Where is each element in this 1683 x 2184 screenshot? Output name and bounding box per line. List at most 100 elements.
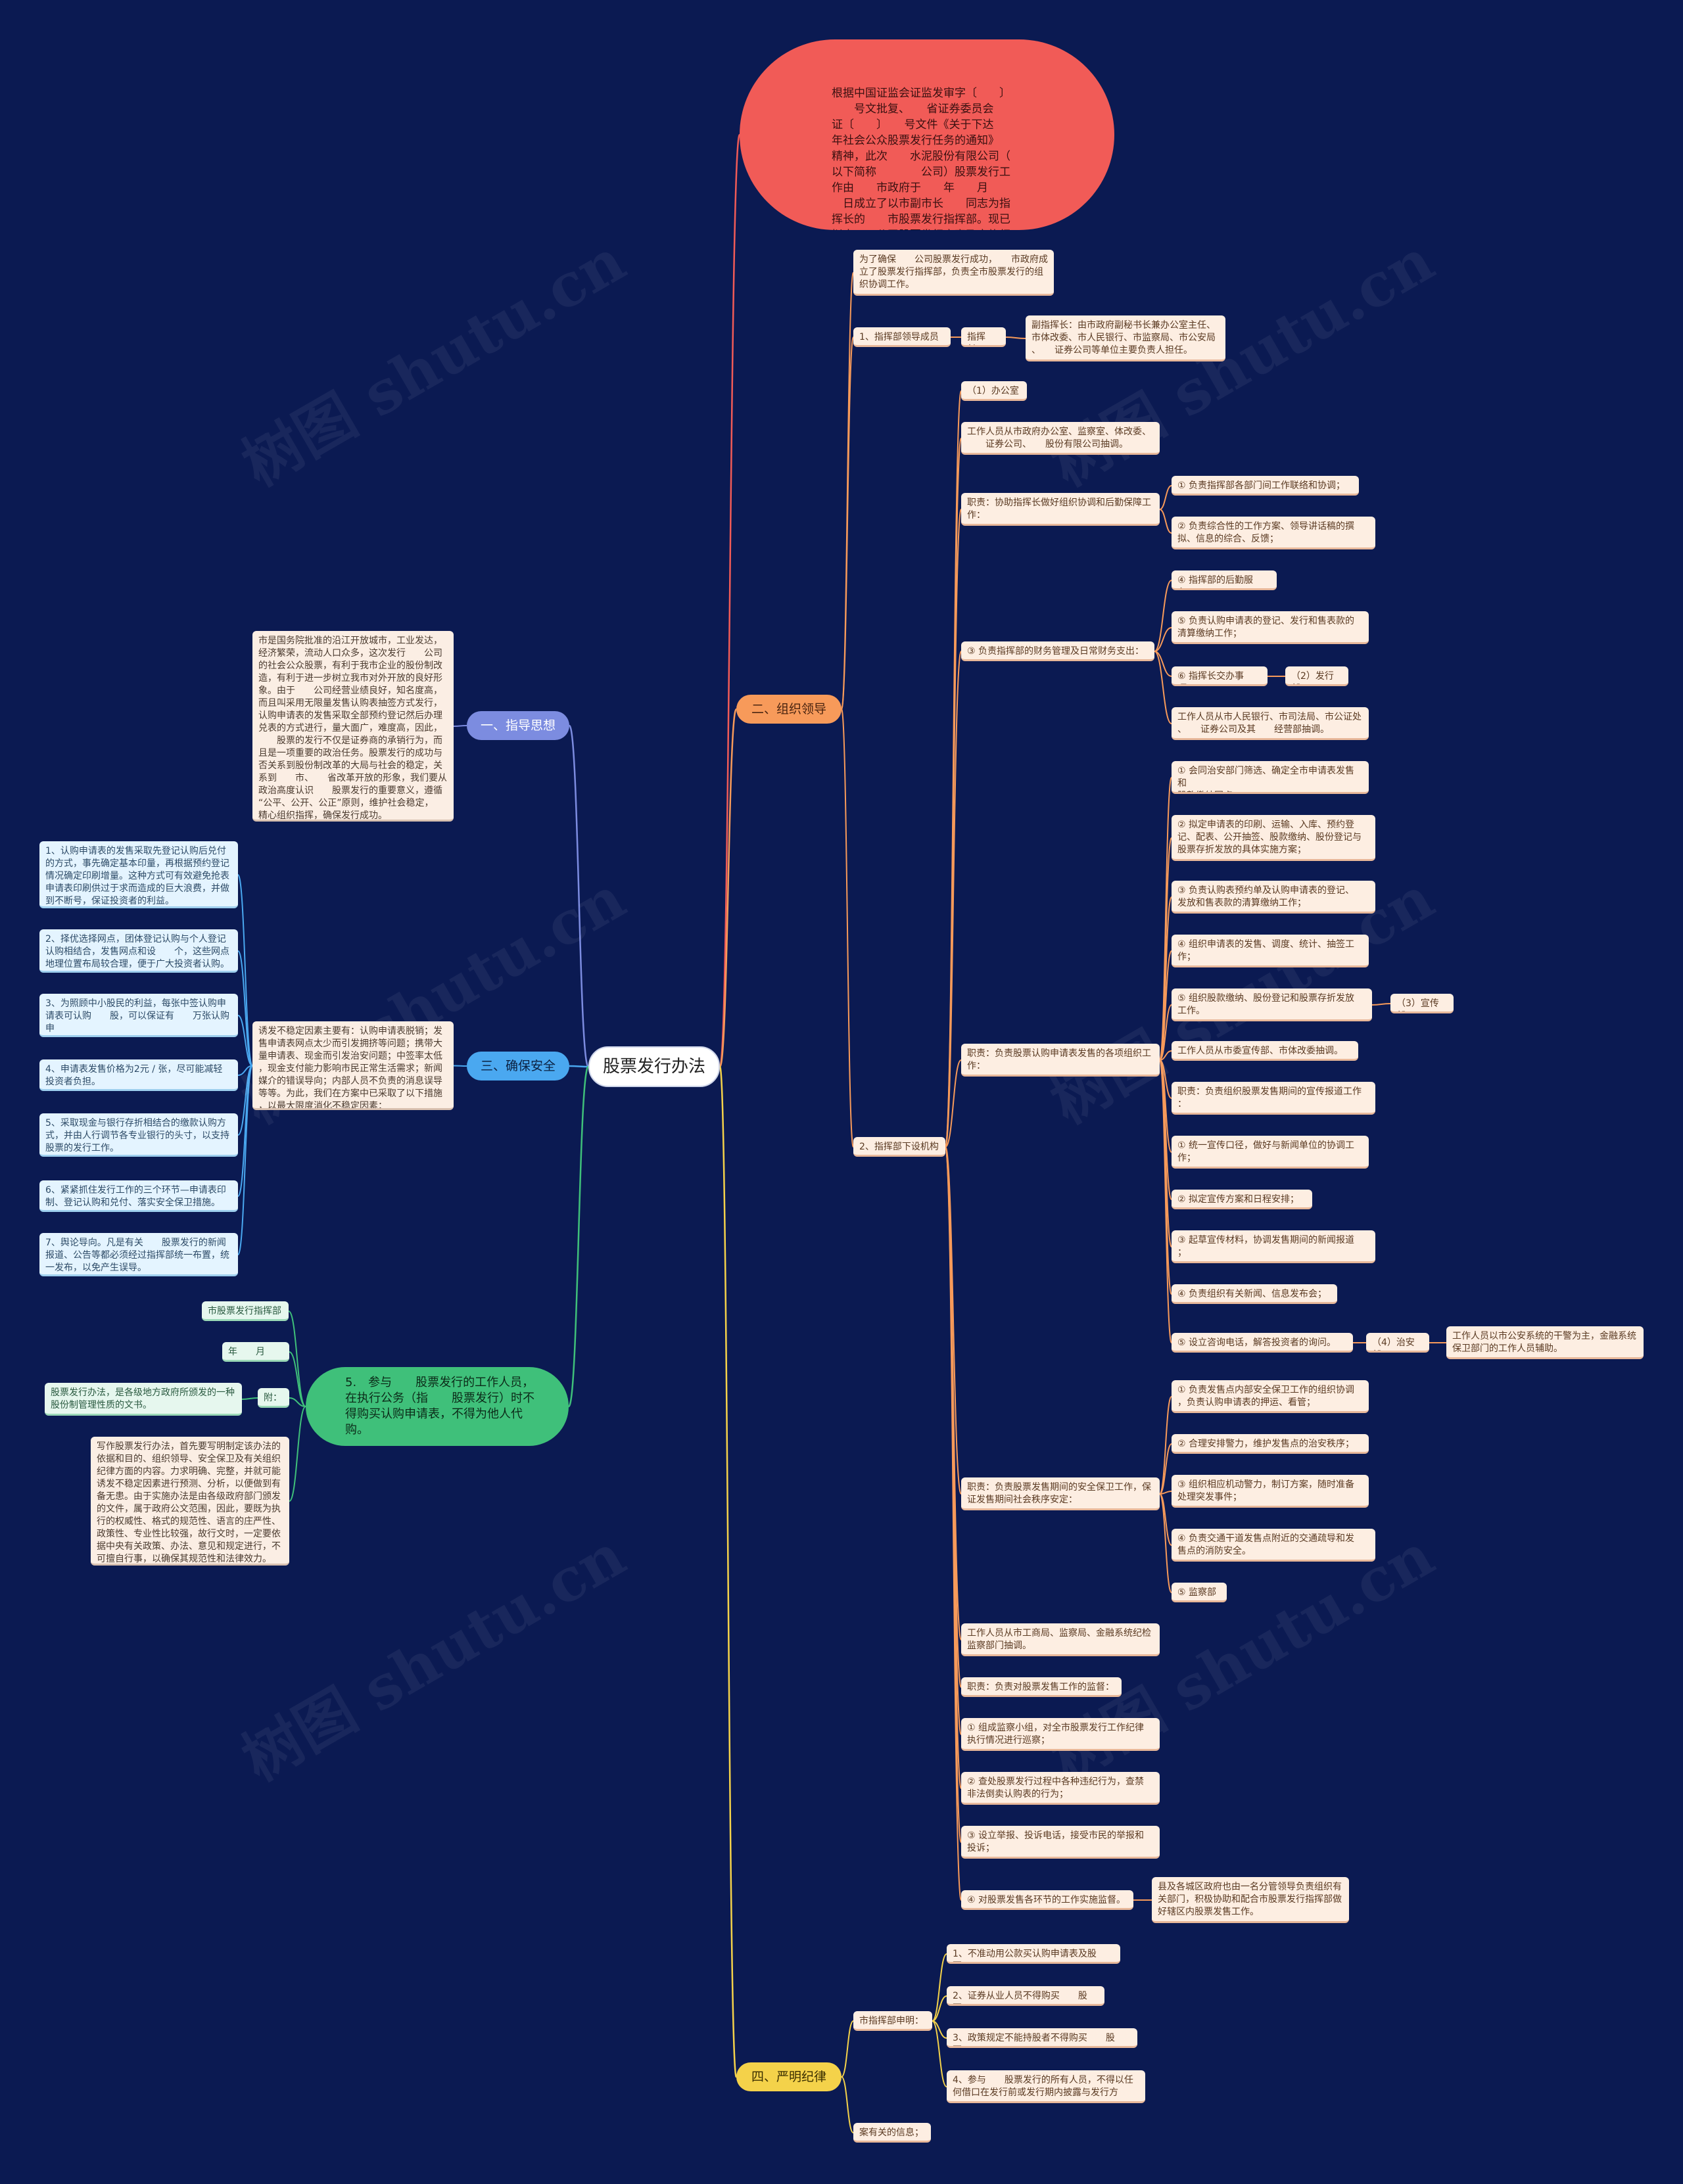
safety-measure-2[interactable]: 2、择优选择网点，团体登记认购与个人登记 认购相结合，发售网点和设 个，这些网点… [39, 929, 238, 973]
connector-n-root-n-top [719, 133, 741, 1068]
connector-t-attach-t-anote [241, 1397, 258, 1400]
publicity-duty-3[interactable]: ③ 起草宣传材料，协调发售期间的新闻报道 ； [1172, 1230, 1375, 1263]
office-duty-3[interactable]: ③ 负责指挥部的财务管理及日常财务支出： [961, 641, 1154, 661]
org-intro[interactable]: 为了确保 公司股票发行成功， 市政府成 立了股票发行指挥部，负责全市股票发行的组… [853, 250, 1054, 296]
connector-d-declare-d-r1 [932, 1953, 947, 2022]
dept-office[interactable]: （1）办公室 [961, 381, 1027, 401]
supervision-duty-1[interactable]: ① 组成监察小组，对全市股票发行工作纪律 执行情况进行巡察； [961, 1718, 1160, 1751]
supervision-staff[interactable]: 工作人员从市工商局、监察局、金融系统纪检 监察部门抽调。 [961, 1623, 1160, 1656]
dept-supervision[interactable]: ⑤ 监察部 [1172, 1583, 1227, 1602]
issue-duty-4[interactable]: ④ 组织申请表的发售、调度、统计、抽签工 作； [1172, 935, 1369, 967]
connector-o-commander-o-deputy [1005, 337, 1026, 339]
security-duty-4[interactable]: ④ 负责交通干道发售点附近的交通疏导和发 售点的消防安全。 [1172, 1529, 1375, 1562]
dept-security[interactable]: （4）治安部 [1366, 1333, 1429, 1353]
connector-o-issue-duty-o-id4 [1159, 950, 1172, 1061]
connector-n-root-b-staff [567, 1065, 590, 1408]
issue-duty-3[interactable]: ③ 负责认购表预约单及认购申请表的登记、 发放和售表款的清算缴纳工作； [1172, 881, 1375, 914]
connector-o-sec-duty-o-sd3 [1159, 1491, 1172, 1495]
safety-measure-7[interactable]: 7、舆论导向。凡是有关 股票发行的新闻 报道、公告等都必须经过指挥部统一布置，统… [39, 1233, 238, 1276]
discipline-rule-5[interactable]: 案有关的信息； [853, 2123, 931, 2143]
office-staff[interactable]: 工作人员从市政府办公室、监察室、体改委、 证券公司、 股份有限公司抽调。 [961, 422, 1160, 455]
connector-o-sec-duty-o-sup [1159, 1493, 1172, 1593]
branch-staff-rule[interactable]: 5. 参与 股票发行的工作人员， 在执行公务（指 股票发行）时不 得购买认购申请… [306, 1367, 569, 1446]
connector-s-summary-s-m7 [237, 1065, 253, 1255]
county-note[interactable]: 县及各城区政府也由一名分管领导负责组织有 关部门，积极协助和配合市股票发行指挥部… [1152, 1877, 1349, 1923]
connector-b-staff-t-sign [288, 1311, 306, 1407]
connector-o-suborg-o-issue-duty [945, 1059, 962, 1148]
office-duty-5[interactable]: ⑤ 负责认购申请表的登记、发行和售表款的 清算缴纳工作； [1172, 611, 1369, 644]
issue-duty-1[interactable]: ① 会同治安部门筛选、确定全市申请表发售和 股款缴纳网点； [1172, 761, 1369, 794]
attachment-note[interactable]: 股票发行办法，是各级地方政府所颁发的一种 股份制管理性质的文书。 [45, 1383, 242, 1416]
connector-s-summary-s-m3 [237, 1015, 253, 1067]
org-commander[interactable]: 指挥长： [961, 327, 1006, 347]
connector-b-disc-d-declare [841, 2020, 854, 2078]
issue-duty[interactable]: 职责：负责股票认购申请表发售的各项组织工 作： [961, 1044, 1160, 1077]
staff-signature[interactable]: 市股票发行指挥部 [202, 1301, 289, 1321]
safety-measure-6[interactable]: 6、紧紧抓住发行工作的三个环节—申请表印 制、登记认购和兑付、落实安全保卫措施。 [39, 1180, 238, 1212]
dept-publicity[interactable]: （3）宣传部 [1390, 994, 1454, 1013]
safety-summary[interactable]: 诱发不稳定因素主要有：认购申请表脱销；发 售申请表网点太少而引发拥挤等问题；携带… [252, 1021, 454, 1110]
supervision-duty-4[interactable]: ④ 对股票发售各环节的工作实施监督。 [961, 1890, 1133, 1910]
discipline-rule-3[interactable]: 3、政策规定不能持股者不得购买 股票； [947, 2028, 1137, 2048]
connector-b-disc-d-r5 [841, 2076, 854, 2133]
top-note: 根据中国证监会证监发审字〔 〕 号文批复、 省证券委员会 证〔 〕 号文件《关于… [740, 39, 1114, 230]
discipline-rule-1[interactable]: 1、不准动用公款买认购申请表及股票； [947, 1944, 1120, 1964]
safety-measure-4[interactable]: 4、申请表发售价格为2元 / 张，尽可能减轻 投资者负担。 [39, 1059, 238, 1091]
connector-o-issue-duty-o-id1 [1159, 777, 1172, 1061]
office-duty-4[interactable]: ④ 指挥部的后勤服务； [1172, 570, 1277, 590]
connector-o-suborg-o-spd4 [945, 1146, 962, 1901]
branch-ensure-safety[interactable]: 三、确保安全 [467, 1052, 569, 1080]
connector-o-issue-duty-o-id5 [1159, 1004, 1172, 1061]
publicity-duty-4[interactable]: ④ 负责组织有关新闻、信息发布会； [1172, 1284, 1337, 1304]
office-duty-2[interactable]: ② 负责综合性的工作方案、领导讲话稿的撰 拟、信息的综合、反馈； [1172, 517, 1375, 549]
org-sub-orgs[interactable]: 2、指挥部下设机构 [853, 1137, 945, 1157]
connector-b-safety-s-summary [453, 1065, 467, 1067]
connector-d-declare-d-r4 [932, 2020, 947, 2087]
security-duty-2[interactable]: ② 合理安排警力，维护发售点的治安秩序； [1172, 1434, 1369, 1454]
safety-measure-5[interactable]: 5、采取现金与银行存折相结合的缴款认购方 式，并由人行调节各专业银行的头寸，以支… [39, 1113, 238, 1157]
discipline-rule-4[interactable]: 4、参与 股票发行的所有人员，不得以任 何借口在发行前或发行期内披露与发行方 [947, 2070, 1145, 2103]
publicity-duty-5[interactable]: ⑤ 设立咨询电话，解答投资者的询问。 [1172, 1333, 1353, 1353]
publicity-duty-2[interactable]: ② 拟定宣传方案和日程安排； [1172, 1190, 1312, 1209]
connector-o-od3-o-od4 [1154, 580, 1172, 652]
connector-b-staff-t-attach [289, 1397, 306, 1407]
dept-issue[interactable]: （2）发行部 [1285, 666, 1348, 686]
org-deputy-commander[interactable]: 副指挥长：由市政府副秘书长兼办公室主任、 市体改委、市人民银行、市监察局、市公安… [1026, 315, 1225, 361]
office-duty-1[interactable]: ① 负责指挥部各部门间工作联络和协调； [1172, 476, 1359, 496]
security-duty-3[interactable]: ③ 组织相应机动警力，制订方案，随时准备 处理突发事件； [1172, 1475, 1369, 1508]
branch-guiding-thought[interactable]: 一、指导思想 [467, 711, 569, 740]
connector-s-summary-s-m2 [237, 950, 253, 1067]
connector-n-root-b-disc [719, 1065, 738, 2078]
issue-duty-5[interactable]: ⑤ 组织股款缴纳、股份登记和股票存折发放 工作。 [1172, 988, 1372, 1021]
connector-o-office-duty-o-od1 [1159, 485, 1172, 510]
supervision-duty-3[interactable]: ③ 设立举报、投诉电话，接受市民的举报和 投诉； [961, 1826, 1160, 1859]
staff-date[interactable]: 年 月 日 [222, 1342, 289, 1362]
connector-b-staff-t-date [289, 1351, 306, 1407]
safety-measure-3[interactable]: 3、为照顾中小股民的利益，每张中签认购申 请表可认购 股，可以保证有 万张认购申… [39, 994, 238, 1037]
staff-attachment[interactable]: 附： [258, 1388, 289, 1408]
connector-s-summary-s-m1 [237, 874, 253, 1067]
publicity-duty[interactable]: 职责：负责组织股票发售期间的宣传报道工作 ： [1172, 1082, 1375, 1115]
publicity-duty-1[interactable]: ① 统一宣传口径，做好与新闻单位的协调工 作； [1172, 1136, 1369, 1169]
office-duty-6[interactable]: ⑥ 指挥长交办事项。 [1172, 666, 1268, 686]
office-duty[interactable]: 职责：协助指挥长做好组织协调和后勤保障工 作： [961, 493, 1160, 526]
safety-measure-1[interactable]: 1、认购申请表的发售采取先登记认购后兑付 的方式，事先确定基本印量，再根据预约登… [39, 841, 238, 908]
branch-org-leadership[interactable]: 二、组织领导 [736, 695, 842, 724]
issue-duty-2[interactable]: ② 拟定申请表的印刷、运输、入库、预约登 记、配表、公开抽签、股款缴纳、股份登记… [1172, 815, 1375, 861]
guide-text[interactable]: 市是国务院批准的沿江开放城市，工业发达， 经济繁荣，流动人口众多，这次发行 公司… [252, 631, 454, 822]
discipline-rule-2[interactable]: 2、证券从业人员不得购买 股票； [947, 1986, 1104, 2006]
discipline-declare[interactable]: 市指挥部申明： [853, 2011, 932, 2031]
supervision-duty[interactable]: 职责：负责对股票发售工作的监督： [961, 1677, 1122, 1697]
issue-staff[interactable]: 工作人员从市人民银行、市司法局、市公证处 、 证券公司及其 经营部抽调。 [1172, 707, 1369, 740]
org-command-members[interactable]: 1、指挥部领导成员 [853, 327, 951, 347]
security-staff[interactable]: 工作人员以市公安系统的干警为主，金融系统 保卫部门的工作人员辅助。 [1446, 1326, 1644, 1359]
writing-note[interactable]: 写作股票发行办法，首先要写明制定该办法的 依据和目的、组织领导、安全保卫及有关组… [91, 1437, 289, 1566]
security-duty-1[interactable]: ① 负责发售点内部安全保卫工作的组织协调 ，负责认购申请表的押运、看管； [1172, 1380, 1369, 1413]
branch-discipline[interactable]: 四、严明纪律 [736, 2062, 842, 2091]
connector-o-issue-duty-o-pd5 [1159, 1059, 1172, 1343]
supervision-duty-2[interactable]: ② 查处股票发行过程中各种违纪行为，查禁 非法倒卖认购表的行为； [961, 1772, 1160, 1805]
root-topic[interactable]: 股票发行办法 [588, 1046, 720, 1087]
publicity-staff[interactable]: 工作人员从市委宣传部、市体改委抽调。 [1172, 1041, 1358, 1061]
security-duty[interactable]: 职责：负责股票发售期间的安全保卫工作，保 证发售期间社会秩序安定： [961, 1477, 1160, 1510]
connector-o-suborg-o-office-duty [945, 509, 962, 1148]
